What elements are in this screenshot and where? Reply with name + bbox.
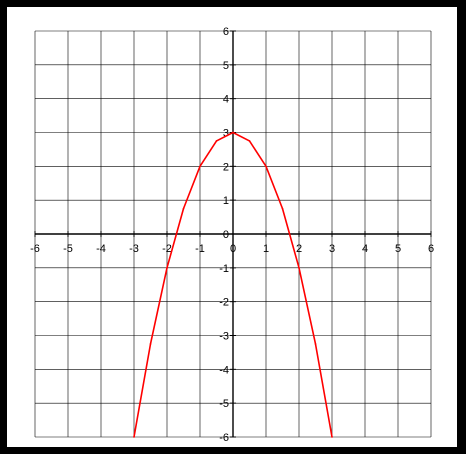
x-tick-label: -6: [30, 243, 40, 255]
axes: [34, 30, 432, 438]
data-point: [182, 207, 185, 210]
y-tick-label: 3: [223, 128, 229, 140]
y-tick-label: -3: [219, 331, 229, 343]
x-tick-label: 0: [230, 243, 236, 255]
x-tick-label: 3: [329, 243, 335, 255]
data-point: [166, 267, 168, 269]
data-point: [314, 343, 317, 345]
x-tick-label: 5: [395, 243, 401, 255]
y-tick-label: 0: [223, 229, 229, 241]
data-point: [133, 436, 135, 438]
x-tick-label: -4: [96, 243, 106, 255]
y-tick-label: -2: [219, 297, 229, 309]
series-layer: [133, 131, 333, 438]
data-point: [281, 207, 284, 210]
x-tick-label: -2: [162, 243, 172, 255]
x-tick-label: 2: [296, 243, 302, 255]
x-tick-label: -3: [129, 243, 139, 255]
data-point: [265, 165, 267, 168]
y-tick-label: 5: [223, 60, 229, 72]
x-tick-label: 4: [362, 243, 368, 255]
data-point: [331, 436, 333, 438]
y-tick-label: -4: [219, 364, 229, 376]
y-tick-label: 6: [223, 26, 229, 38]
x-tick-label: 6: [428, 243, 434, 255]
x-tick-label: 1: [263, 243, 269, 255]
data-point: [149, 343, 152, 345]
x-tick-label: -1: [195, 243, 205, 255]
y-tick-label: -6: [219, 432, 229, 444]
y-tick-label: -5: [219, 398, 229, 410]
data-point: [232, 131, 234, 134]
data-point: [215, 140, 218, 142]
x-tick-label: -5: [63, 243, 73, 255]
data-point: [248, 140, 251, 142]
y-tick-label: -1: [219, 263, 229, 275]
y-tick-label: 1: [223, 195, 229, 207]
y-tick-label: 2: [223, 161, 229, 173]
data-point: [298, 267, 300, 269]
data-point: [199, 165, 201, 168]
y-tick-label: 4: [223, 94, 229, 106]
